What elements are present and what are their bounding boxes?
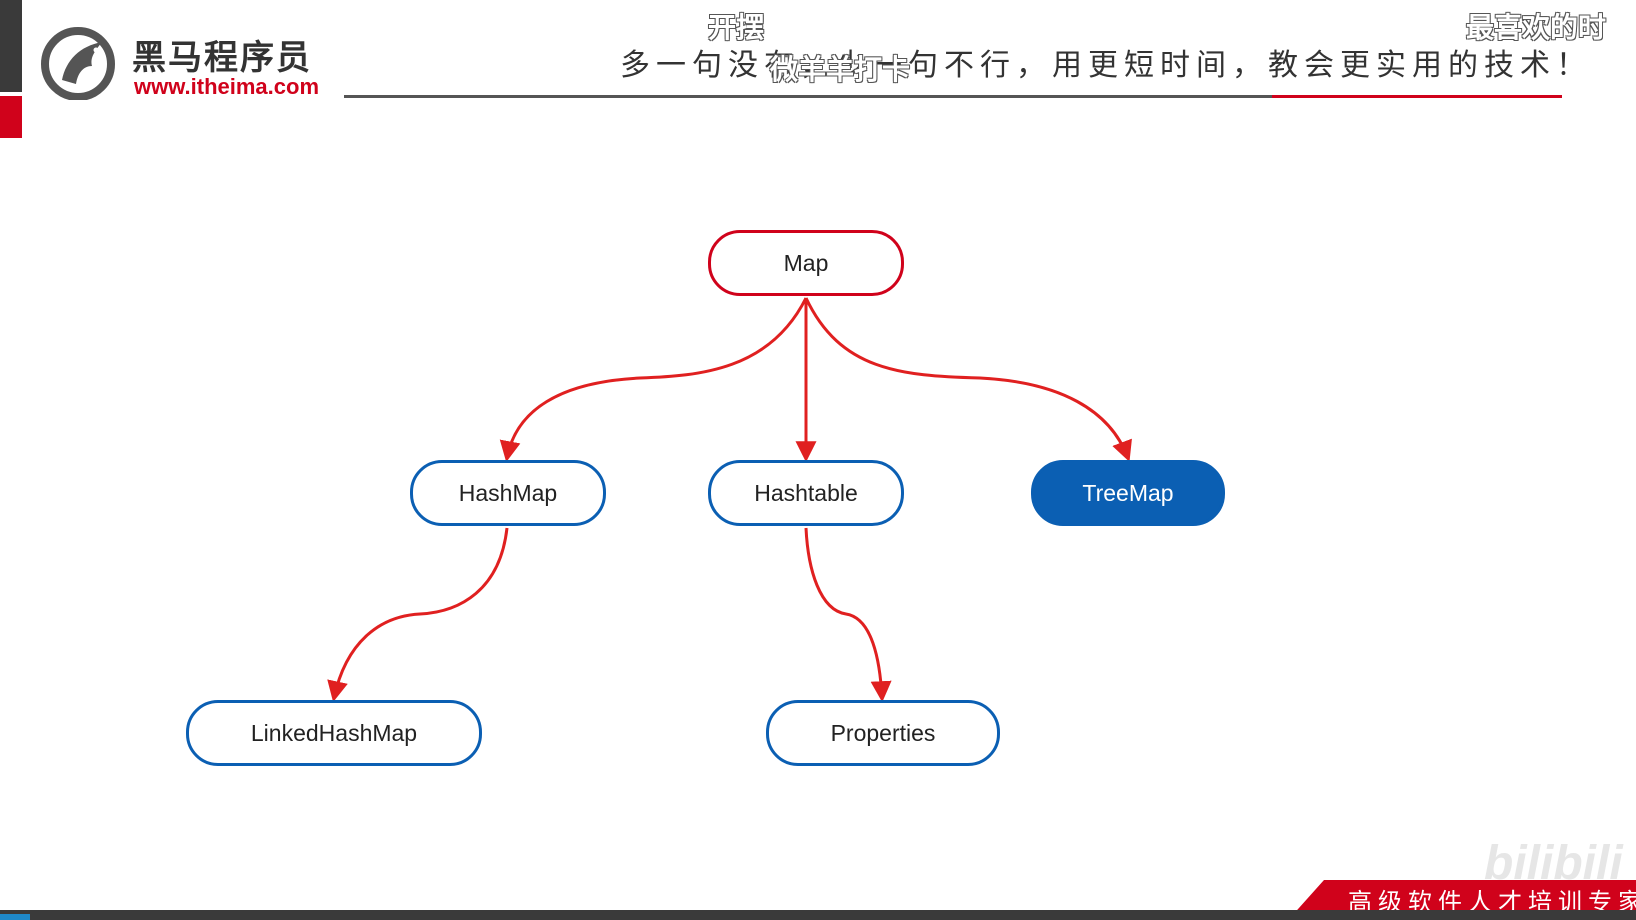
edge-hashtable-properties (804, 527, 892, 703)
node-hashmap: HashMap (410, 460, 606, 526)
header-slogan: 多一句没有，少一句不行，用更短时间，教会更实用的技术！ (620, 48, 1592, 83)
horse-logo-icon (41, 27, 115, 100)
edge-map-hashmap (499, 297, 808, 463)
node-linkedhashmap: LinkedHashMap (186, 700, 482, 766)
header-divider (344, 95, 1272, 98)
video-progress-indicator (0, 914, 30, 920)
footer-bar (0, 910, 1636, 920)
danmaku-comment: 开摆 (708, 11, 765, 44)
left-accent-bar (0, 0, 22, 92)
left-accent-red (0, 96, 22, 138)
node-properties: Properties (766, 700, 1000, 766)
node-hashtable: Hashtable (708, 460, 904, 526)
logo-website: www.itheima.com (134, 74, 320, 99)
edge-hashmap-linkedhashmap (327, 527, 509, 703)
itheima-logo: 黑马程序员 www.itheima.com (40, 22, 340, 106)
header-divider-accent (1272, 95, 1562, 98)
danmaku-comment: 微羊羊打卡 (770, 53, 911, 86)
node-treemap: TreeMap (1031, 460, 1225, 526)
edge-map-treemap (804, 297, 1132, 462)
node-map: Map (708, 230, 904, 296)
danmaku-comment: 最喜欢的时 (1466, 11, 1607, 44)
logo-brand-name: 黑马程序员 (132, 38, 312, 78)
